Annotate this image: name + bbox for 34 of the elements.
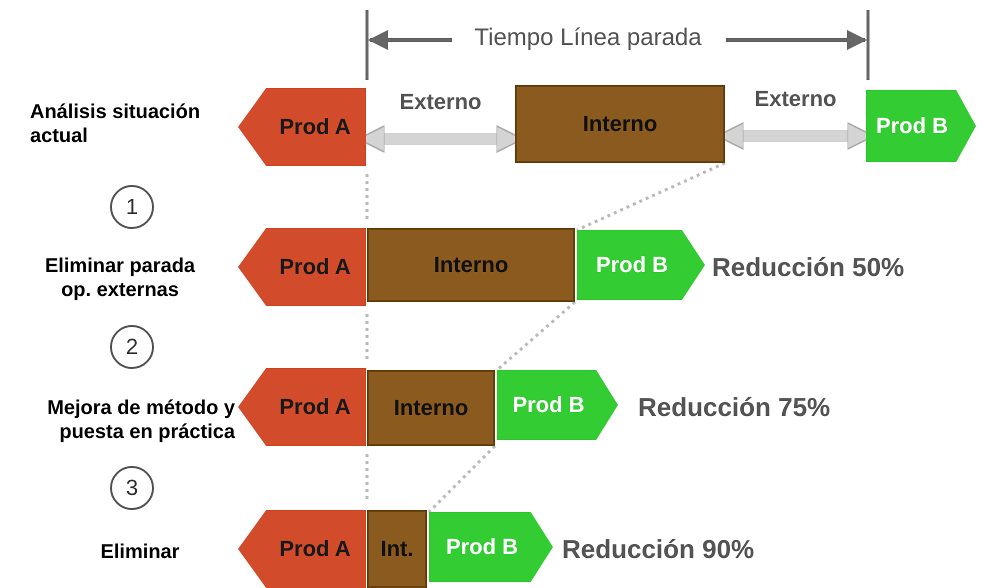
dotted-line <box>428 444 496 514</box>
reduction-label: Reducción 50% <box>712 252 904 284</box>
shape-label: Interno <box>582 111 658 137</box>
step-number-circle <box>110 185 154 229</box>
shape-label: Prod A <box>279 114 351 140</box>
process-box <box>367 228 575 302</box>
step-description: Eliminar <box>100 540 180 564</box>
shape-label: Prod B <box>596 252 668 278</box>
shape-label: Prod B <box>512 392 585 418</box>
edge-label: Externo <box>754 86 838 112</box>
step-description: Mejora de método y puesta en práctica <box>46 396 235 444</box>
dotted-line <box>496 300 576 372</box>
shape-label: Prod A <box>279 394 351 420</box>
shape-label: Interno <box>434 252 508 278</box>
process-box <box>515 85 725 163</box>
step-number-circle <box>110 466 154 510</box>
shape-label: Prod A <box>279 254 351 280</box>
step-number: 3 <box>126 475 138 501</box>
shape-label: Prod B <box>876 113 948 139</box>
shape-label: Prod B <box>446 534 518 560</box>
step-number: 1 <box>126 194 138 220</box>
process-box <box>367 370 495 446</box>
shape-label: Int. <box>380 536 414 562</box>
reduction-label: Reducción 90% <box>562 534 754 566</box>
shape-label: Interno <box>394 395 468 421</box>
edge-label: Externo <box>398 89 482 115</box>
process-box <box>367 510 427 588</box>
shape-label: Prod A <box>279 536 351 562</box>
step-description: Eliminar parada op. externas <box>44 254 196 302</box>
dotted-line <box>576 162 726 232</box>
reduction-label: Reducción 75% <box>638 392 830 424</box>
step-number: 2 <box>126 334 138 360</box>
step-description: Análisis situación actual <box>30 100 202 148</box>
step-number-circle <box>110 325 154 369</box>
